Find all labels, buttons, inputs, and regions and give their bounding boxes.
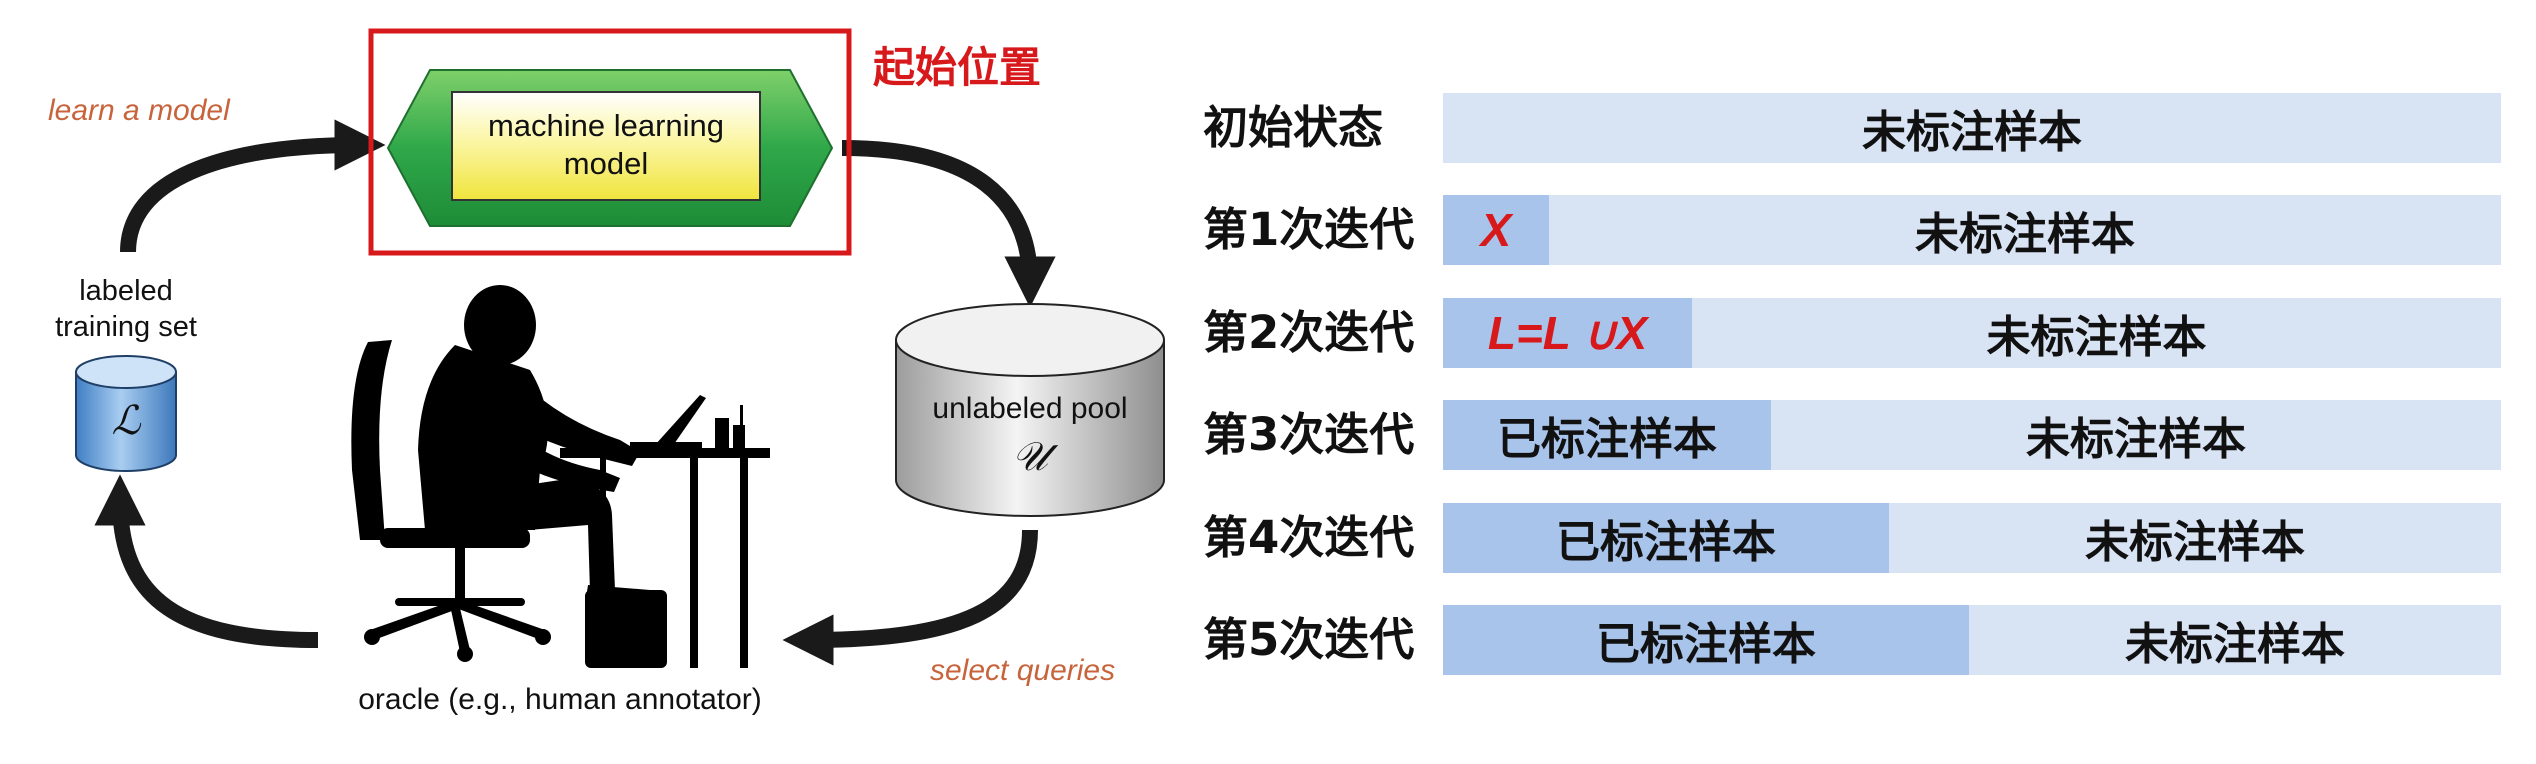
oracle-label: oracle (e.g., human annotator) bbox=[358, 683, 762, 716]
unlabeled-segment: 未标注样本 bbox=[1443, 93, 2501, 163]
model-label-line1: machine learning bbox=[488, 108, 724, 143]
model-label-line2: model bbox=[564, 146, 648, 181]
iteration-bar: 已标注样本 未标注样本 bbox=[1443, 400, 2501, 470]
unlabeled-segment: 未标注样本 bbox=[1771, 400, 2501, 470]
oracle-person-icon bbox=[351, 285, 770, 668]
unlabeled-segment: 未标注样本 bbox=[1969, 605, 2501, 675]
labeled-set-label-line1: labeled bbox=[79, 275, 173, 307]
labeled-set-symbol: ℒ bbox=[112, 398, 142, 444]
row-label: 第4次迭代 bbox=[1203, 511, 1415, 564]
row-label: 第1次迭代 bbox=[1203, 203, 1415, 256]
row-label: 初始状态 bbox=[1203, 101, 1384, 154]
learn-model-label: learn a model bbox=[48, 94, 231, 127]
row-label: 第2次迭代 bbox=[1203, 306, 1415, 359]
unlabeled-pool-label: unlabeled pool bbox=[932, 392, 1127, 425]
unlabeled-segment-text: 未标注样本 bbox=[1862, 107, 2082, 158]
arrow-learn-model bbox=[120, 119, 386, 253]
unlabeled-segment-text: 未标注样本 bbox=[1915, 209, 2135, 260]
unlabeled-pool-cylinder: unlabeled pool 𝒰 bbox=[895, 303, 1165, 517]
unlabeled-segment: 未标注样本 bbox=[1549, 195, 2501, 265]
labeled-segment: X bbox=[1443, 195, 1549, 265]
labeled-segment: 已标注样本 bbox=[1443, 400, 1771, 470]
unlabeled-segment: 未标注样本 bbox=[1692, 298, 2501, 368]
labeled-segment-text: 已标注样本 bbox=[1596, 619, 1816, 670]
unlabeled-segment-text: 未标注样本 bbox=[1986, 312, 2207, 363]
labeled-segment-text: L=L ∪X bbox=[1487, 307, 1648, 359]
arrow-select-queries bbox=[782, 529, 1038, 666]
unlabeled-segment-text: 未标注样本 bbox=[2125, 619, 2345, 670]
labeled-training-set-cylinder: ℒ bbox=[75, 355, 177, 472]
arrow-to-training-set bbox=[94, 474, 319, 648]
start-position-label: 起始位置 bbox=[873, 43, 1041, 92]
active-learning-cycle-diagram: 起始位置 machine learning model learn a mode… bbox=[48, 28, 1165, 716]
labeled-segment: 已标注样本 bbox=[1443, 605, 1969, 675]
labeled-segment: L=L ∪X bbox=[1443, 298, 1692, 368]
select-queries-label: select queries bbox=[930, 654, 1115, 687]
iteration-bar: 已标注样本 未标注样本 bbox=[1443, 605, 2501, 675]
labeled-segment-text: 已标注样本 bbox=[1556, 517, 1776, 568]
iteration-bar: L=L ∪X 未标注样本 bbox=[1443, 298, 2501, 368]
labeled-segment: 已标注样本 bbox=[1443, 503, 1889, 573]
arrow-to-pool bbox=[841, 140, 1056, 308]
labeled-segment-text: 已标注样本 bbox=[1497, 414, 1717, 465]
unlabeled-segment-text: 未标注样本 bbox=[2026, 414, 2246, 465]
unlabeled-segment-text: 未标注样本 bbox=[2085, 517, 2305, 568]
start-position-frame bbox=[368, 28, 852, 256]
iteration-bar: 已标注样本 未标注样本 bbox=[1443, 503, 2501, 573]
unlabeled-segment: 未标注样本 bbox=[1889, 503, 2501, 573]
labeled-segment-text: X bbox=[1480, 204, 1512, 256]
row-label: 第3次迭代 bbox=[1203, 408, 1415, 461]
row-label: 第5次迭代 bbox=[1203, 613, 1415, 666]
iteration-bar: X 未标注样本 bbox=[1443, 195, 2501, 265]
model-inner-box bbox=[451, 91, 761, 201]
iteration-bar: 未标注样本 bbox=[1443, 93, 2501, 163]
labeled-set-label-line2: training set bbox=[55, 311, 197, 343]
